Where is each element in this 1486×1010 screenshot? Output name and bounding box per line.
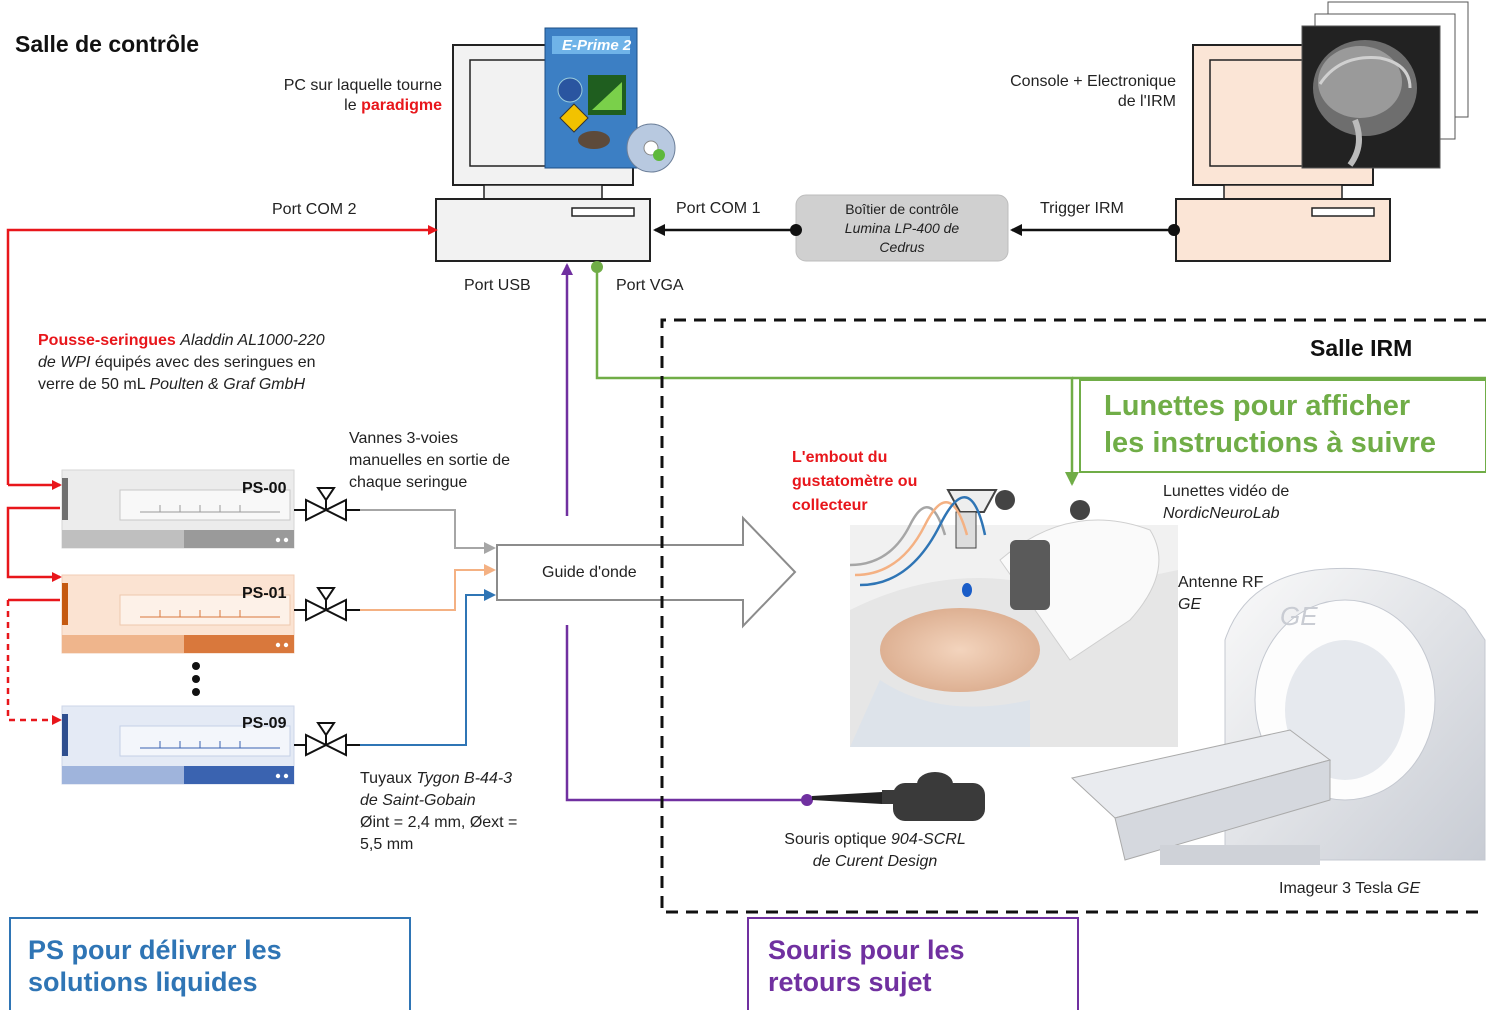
mri-brain-slices-icon <box>1301 1 1469 169</box>
port-com2-label: Port COM 2 <box>272 201 357 218</box>
valve-icon-ps00 <box>294 487 360 522</box>
mouse-label: Souris optique 904-SCRL de Curent Design <box>750 829 1000 873</box>
syringe-model2: de WPI <box>38 354 91 371</box>
trigger-label: Trigger IRM <box>1040 200 1124 217</box>
patient-head-coil-photo <box>849 489 1178 747</box>
tubes-prefix: Tuyaux <box>360 770 417 787</box>
goggles-box-line1: Lunettes pour afficher <box>1104 390 1411 422</box>
ps-box-line1: PS pour délivrer les <box>28 935 282 965</box>
mouse-box-line1: Souris pour les <box>768 935 965 965</box>
port-usb-label: Port USB <box>464 277 531 294</box>
console-label-line2: de l'IRM <box>1117 93 1176 110</box>
vga-connection <box>595 267 1079 486</box>
syringe-text2: équipés avec des seringues en <box>90 354 316 371</box>
com2-connection <box>6 225 438 725</box>
console-label-line1: Console + Electronique <box>1010 73 1176 90</box>
goggles-box-line2: les instructions à suivre <box>1104 427 1437 459</box>
tubes-model1: Tygon B-44-3 <box>416 770 513 787</box>
tube-grey <box>360 509 496 554</box>
pc-label: PC sur laquelle tourne le paradigme <box>200 76 442 116</box>
valves-label: Vannes 3-voies manuelles en sortie de ch… <box>349 428 510 494</box>
valve-icon-ps09 <box>294 722 360 757</box>
pump-label-ps09: PS-09 <box>242 715 287 732</box>
mouse-box-line2: retours sujet <box>768 967 932 997</box>
svg-text:GE: GE <box>1280 601 1318 631</box>
ps-box: PS pour délivrer les solutions liquides <box>12 926 408 1006</box>
mri-room-frame <box>660 318 1486 914</box>
pc-label-prefix: le <box>344 97 362 114</box>
tubes-model2: de Saint-Gobain <box>360 792 476 809</box>
optical-mouse-icon <box>812 772 985 821</box>
syringe-pump-ps01 <box>61 574 295 654</box>
antenna-line2: GE <box>1178 596 1202 613</box>
valves-line3: chaque seringue <box>349 474 468 491</box>
valve-icon-ps01 <box>294 587 360 622</box>
goggles-box-border <box>1079 379 1486 473</box>
e-prime-logo-text: E-Prime 2 <box>562 37 632 54</box>
antenna-line1: Antenne RF <box>1178 574 1264 591</box>
mouse-box-border <box>747 917 1079 1010</box>
mouse-box: Souris pour les retours sujet <box>750 926 1076 1006</box>
control-box-line3: Cedrus <box>879 239 925 255</box>
ps-box-line2: solutions liquides <box>28 967 258 997</box>
control-box-line2: Lumina LP-400 de <box>844 220 960 236</box>
mri-scanner-photo: GE <box>1070 567 1486 865</box>
mouse-model: 904-SCRL <box>891 831 966 848</box>
mouse-prefix: Souris optique <box>784 831 892 848</box>
ellipsis-dots <box>192 662 200 696</box>
waveguide-label: Guide d'onde <box>542 564 637 581</box>
mri-room-title: Salle IRM <box>1310 335 1413 361</box>
mouse-cable <box>565 625 807 802</box>
goggles-box: Lunettes pour afficher les instructions … <box>1086 386 1482 464</box>
tubes-line4: 5,5 mm <box>360 836 414 853</box>
syringe-pump-ps09 <box>61 705 295 785</box>
tubes-line3: Øint = 2,4 mm, Øext = <box>360 814 518 831</box>
control-box-line1: Boîtier de contrôle <box>845 201 959 217</box>
port-com1-label: Port COM 1 <box>676 200 761 217</box>
syringe-description: Pousse-seringues Aladdin AL1000-220 de W… <box>38 330 388 396</box>
video-goggles-line2: NordicNeuroLab <box>1163 505 1280 522</box>
port-vga-label: Port VGA <box>616 277 684 294</box>
mouse-maker: de Curent Design <box>812 853 938 870</box>
e-prime-box-icon: E-Prime 2 <box>544 27 676 173</box>
paradigm-highlight: paradigme <box>361 97 442 114</box>
tip-line2: gustatomètre ou <box>792 473 918 490</box>
scanner-brand: GE <box>1397 880 1421 897</box>
tubes-label: Tuyaux Tygon B-44-3 de Saint-Gobain Øint… <box>360 768 517 856</box>
console-label: Console + Electronique de l'IRM <box>940 72 1176 112</box>
waveguide-arrow <box>496 515 797 629</box>
video-goggles-label: Lunettes vidéo de NordicNeuroLab <box>1163 481 1289 525</box>
valves-line1: Vannes 3-voies <box>349 430 459 447</box>
video-goggles-line1: Lunettes vidéo de <box>1163 483 1290 500</box>
syringe-text3: verre de 50 mL <box>38 376 150 393</box>
antenna-label: Antenne RF GE <box>1178 572 1263 616</box>
syringe-model1: Aladdin AL1000-220 <box>180 332 325 349</box>
pump-label-ps01: PS-01 <box>242 585 287 602</box>
tip-line1: L'embout du <box>792 449 888 466</box>
control-box-label: Boîtier de contrôle Lumina LP-400 de Ced… <box>796 200 1008 257</box>
pc-label-line2: le paradigme <box>200 96 442 116</box>
tip-line3: collecteur <box>792 497 868 514</box>
pump-label-ps00: PS-00 <box>242 480 287 497</box>
ps-box-border <box>9 917 411 1010</box>
scanner-prefix: Imageur 3 Tesla <box>1279 880 1397 897</box>
control-room-title: Salle de contrôle <box>15 31 200 57</box>
tip-label: L'embout du gustatomètre ou collecteur <box>792 446 917 518</box>
syringe-maker: Poulten & Graf GmbH <box>149 376 306 393</box>
valves-line2: manuelles en sortie de <box>349 452 510 469</box>
scanner-label: Imageur 3 Tesla GE <box>1279 879 1420 899</box>
syringe-highlight: Pousse-seringues <box>38 332 176 349</box>
tube-blue <box>360 589 496 746</box>
syringe-pump-ps00 <box>61 469 295 549</box>
tube-orange <box>360 564 496 611</box>
pc-label-line1: PC sur laquelle tourne <box>283 77 442 94</box>
